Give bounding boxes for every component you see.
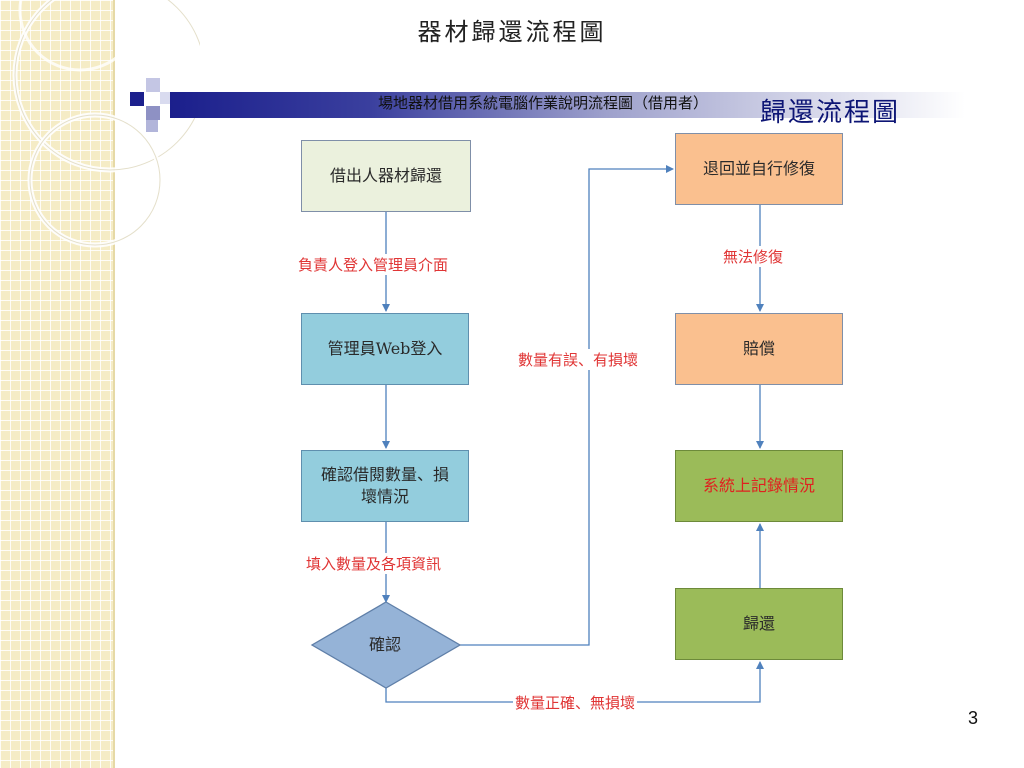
decorative-circles: [12, 0, 200, 248]
decision-diamond: [310, 601, 462, 689]
node-return-and-repair: 退回並自行修復: [675, 133, 843, 205]
header-square-decoration: [146, 78, 160, 92]
node-compensate: 賠償: [675, 313, 843, 385]
header-subtitle: 場地器材借用系統電腦作業說明流程圖（借用者）: [378, 94, 709, 112]
node-return: 歸還: [675, 588, 843, 660]
header-square-decoration: [146, 106, 160, 120]
header-square-decoration: [146, 120, 158, 132]
node-start-return: 借出人器材歸還: [301, 140, 471, 212]
edge-label-correct: 數量正確、無損壞: [513, 692, 638, 713]
node-admin-login: 管理員Web登入: [301, 313, 469, 385]
header-square-decoration: [130, 92, 144, 106]
edge-label-fill-in: 填入數量及各項資訊: [304, 553, 444, 574]
header-square-decoration: [160, 92, 172, 104]
arrow-decision-to-return-repair: [460, 165, 674, 646]
node-confirm-quantity: 確認借閱數量、損壞情況: [301, 450, 469, 522]
section-title: 歸還流程圖: [760, 98, 901, 128]
edge-label-login: 負責人登入管理員介面: [296, 254, 451, 275]
page-number: 3: [968, 708, 979, 728]
slide-title: 器材歸還流程圖: [417, 18, 607, 46]
edge-label-error-damage: 數量有誤、有損壞: [516, 349, 641, 370]
node-system-record: 系統上記錄情況: [675, 450, 843, 522]
left-strip-edge: [113, 0, 115, 768]
header-gradient-band: [170, 92, 965, 118]
node-decision-confirm: 確認: [368, 635, 401, 655]
edge-label-unrepairable: 無法修復: [721, 246, 786, 267]
